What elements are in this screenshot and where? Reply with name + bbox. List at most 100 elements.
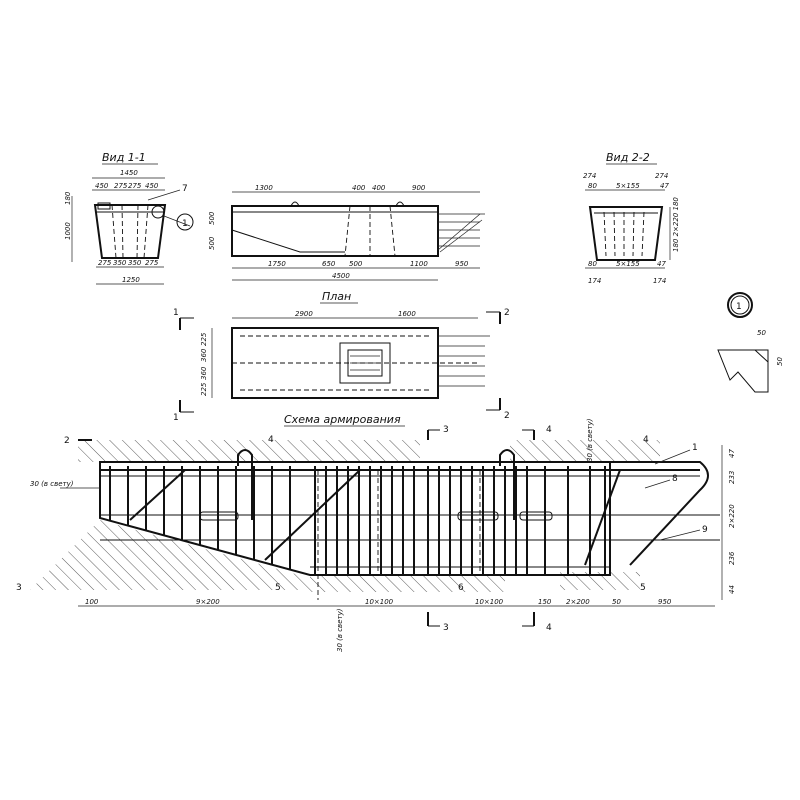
reinforcement-section-4-right: 4 <box>643 435 649 445</box>
reinforcement-dim-233: 233 <box>728 471 736 484</box>
reinforcement-section-4-left: 4 <box>268 435 274 445</box>
plan-dim-225-bottom: 225 <box>200 382 208 396</box>
section-mark-2-bottom: 2 <box>504 411 510 421</box>
reinforcement-section-4-bottom: 4 <box>546 623 552 633</box>
reinforcement-dim-9x200: 9×200 <box>196 598 220 606</box>
view-1-1-dim-top-part-1: 450 <box>95 182 109 190</box>
detail-1-profile <box>717 349 769 393</box>
reinforcement-dim-2x220: 2×220 <box>728 504 736 528</box>
view-2-2-dim-80-top: 80 <box>588 182 597 190</box>
elevation-dim-500: 500 <box>349 260 363 268</box>
reinforcement-clear-left: 30 (в свету) <box>30 480 74 488</box>
stirrups-right <box>544 466 606 575</box>
view-2-2-dim-174-right: 174 <box>653 277 666 285</box>
view-1-1-detail-circle <box>151 205 165 219</box>
view-1-1: Вид 1-1 1450 450 275 275 450 7 1 180 100… <box>64 151 194 285</box>
reinforcement-clear-bottom: 30 (в свету) <box>336 608 344 652</box>
reinforcement-section-3-top: 3 <box>443 425 449 435</box>
elevation-dim-650: 650 <box>322 260 336 268</box>
view-1-1-dim-top-part-3: 275 <box>128 182 142 190</box>
reinforcement-mark-6: 6 <box>458 583 464 593</box>
view-1-1-dim-bottom-part-4: 275 <box>145 259 159 267</box>
view-2-2-dim-5x155-bottom: 5×155 <box>616 260 640 268</box>
view-2-2-dim-5x155-top: 5×155 <box>616 182 640 190</box>
reinforcement-mark-8: 8 <box>672 474 678 484</box>
reinforcement-title: Схема армирования <box>284 413 401 426</box>
view-1-1-dim-left-height: 1000 <box>64 222 72 240</box>
view-1-1-callout-1: 1 <box>182 219 188 229</box>
section-mark-1-top: 1 <box>173 308 179 318</box>
hatch-bottom-middle <box>310 575 505 592</box>
reinforcement-dim-236: 236 <box>728 551 736 565</box>
view-2-2-dim-274-right: 274 <box>655 172 668 180</box>
view-2-2-dim-274-left: 274 <box>583 172 596 180</box>
view-1-1-dim-top-part-2: 275 <box>114 182 128 190</box>
view-1-1-dim-bottom-part-2: 350 <box>113 259 127 267</box>
elevation-dim-900: 900 <box>412 184 426 192</box>
plan-dim-360-a: 360 <box>200 348 208 362</box>
view-2-2-dim-right: 180 2×220 180 <box>672 197 680 252</box>
view-1-1-dim-bottom-part-3: 350 <box>128 259 142 267</box>
detail-1-marker <box>727 292 753 318</box>
view-2-2-dim-80-bottom: 80 <box>588 260 597 268</box>
detail-1-dim-50-a: 50 <box>757 329 766 337</box>
section-mark-2-top: 2 <box>504 308 510 318</box>
detail-1-mark-text: 1 <box>736 302 742 312</box>
reinforcement-section-3-bottom: 3 <box>443 623 449 633</box>
plan-view: План 2900 1600 225 360 360 225 1 <box>173 290 510 423</box>
plan-dim-2900: 2900 <box>295 310 313 318</box>
reinforcement-mark-5-left: 5 <box>275 583 281 593</box>
bent-bar-diagonal-3 <box>584 469 621 566</box>
reinforcement-scheme: Схема армирования <box>16 413 736 652</box>
view-2-2-section-outline <box>588 206 664 261</box>
lifting-loop-right <box>499 449 515 520</box>
view-2-2-dim-174-left: 174 <box>588 277 601 285</box>
view-1-1-dim-left-top: 180 <box>64 191 72 205</box>
reinforcement-dim-950: 950 <box>658 598 672 606</box>
elevation-dim-400-b: 400 <box>372 184 386 192</box>
view-1-1-dim-bottom-part-1: 275 <box>98 259 112 267</box>
reinforcement-dim-100: 100 <box>85 598 99 606</box>
plan-dim-225-top: 225 <box>200 332 208 346</box>
view-1-1-dim-top-part-4: 450 <box>145 182 159 190</box>
view-2-2-dim-47-bottom: 47 <box>657 260 666 268</box>
lifting-loop-left <box>237 449 253 520</box>
reinforcement-dim-10x100-b: 10×100 <box>475 598 504 606</box>
reinforcement-mark-1: 1 <box>692 443 698 453</box>
view-2-2-dim-47-top: 47 <box>660 182 669 190</box>
view-1-1-section-outline <box>93 204 167 259</box>
reinforcement-mark-5-right: 5 <box>640 583 646 593</box>
detail-1-dim-50-b: 50 <box>776 357 784 366</box>
elevation-outline <box>231 205 439 257</box>
elevation-dim-400-a: 400 <box>352 184 366 192</box>
plan-dim-1600: 1600 <box>398 310 416 318</box>
bent-bar-diagonal-2 <box>264 469 361 561</box>
bent-bar-end <box>610 461 709 566</box>
reinforcement-mark-3: 3 <box>16 583 22 593</box>
elevation-view: 1300 400 400 900 500 500 1750 650 500 11… <box>208 184 485 281</box>
view-2-2-title: Вид 2-2 <box>606 151 650 164</box>
bent-bar-diagonal-1 <box>129 469 186 521</box>
reinforcement-section-2: 2 <box>64 436 70 446</box>
view-1-1-dim-top-width: 1450 <box>120 169 138 177</box>
elevation-dim-total: 4500 <box>332 272 350 280</box>
elevation-dim-950: 950 <box>455 260 469 268</box>
reinforcement-dim-10x100-a: 10×100 <box>365 598 394 606</box>
elevation-dim-left-500-a: 500 <box>208 236 216 250</box>
reinforcement-dim-44: 44 <box>728 585 736 594</box>
reinforcement-dim-2x200: 2×200 <box>566 598 590 606</box>
view-2-2: Вид 2-2 274 274 80 5×155 47 180 2×220 18… <box>583 151 680 285</box>
hatch-bottom-right <box>560 572 640 590</box>
hatch-bottom-left <box>30 520 310 590</box>
elevation-dim-1100: 1100 <box>410 260 428 268</box>
reinforcement-dim-50: 50 <box>612 598 621 606</box>
plan-title: План <box>322 290 351 303</box>
stirrups-left <box>109 466 291 570</box>
view-1-1-title: Вид 1-1 <box>102 151 146 164</box>
elevation-dim-left-500-b: 500 <box>208 211 216 225</box>
view-1-1-dim-bottom-width: 1250 <box>122 276 140 284</box>
elevation-dim-1750: 1750 <box>268 260 286 268</box>
reinforcement-dim-150: 150 <box>538 598 552 606</box>
reinforcement-clear-top: 30 (в свету) <box>586 418 594 462</box>
